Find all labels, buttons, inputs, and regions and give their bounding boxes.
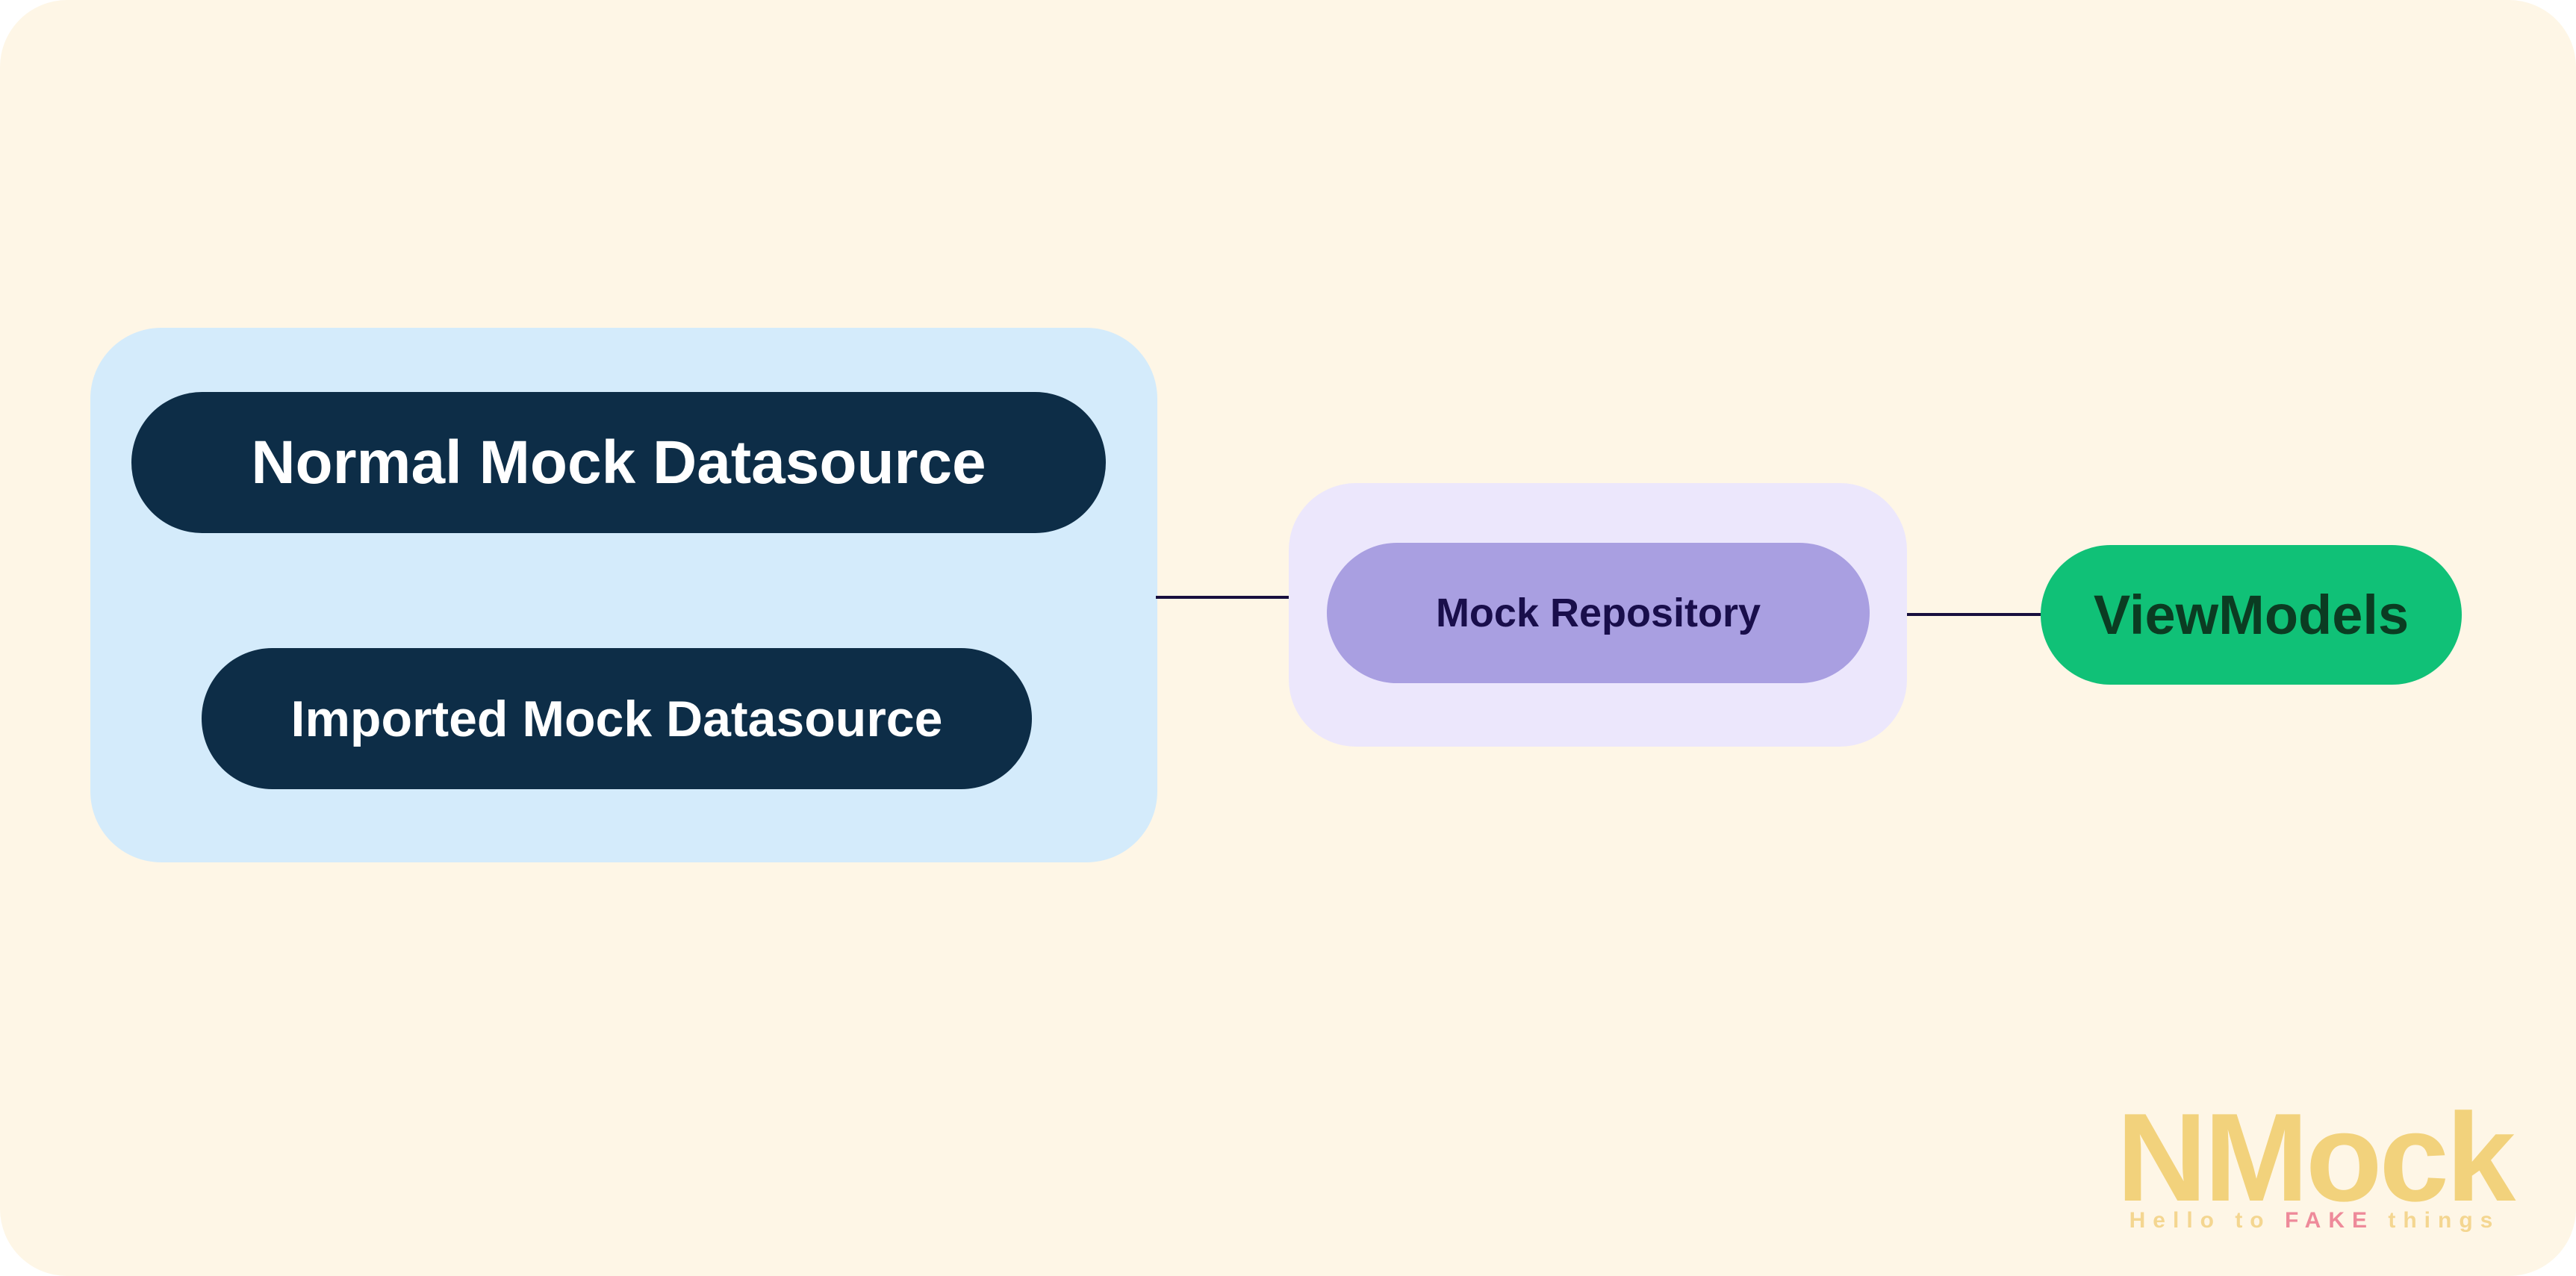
mock-repository-label: Mock Repository — [1435, 591, 1761, 635]
logo-tagline-highlight: FAKE — [2284, 1208, 2374, 1233]
viewmodels-node: ViewModels — [2041, 545, 2462, 685]
imported-mock-datasource-label: Imported Mock Datasource — [290, 690, 943, 747]
nmock-logo: NMock Hello to FAKE things — [2113, 1087, 2516, 1239]
mock-repository-node: Mock Repository — [1327, 543, 1870, 683]
logo-tagline-suffix: things — [2388, 1208, 2501, 1233]
logo-tagline-prefix: Hello to — [2129, 1208, 2271, 1233]
logo-wordmark: NMock — [2116, 1087, 2516, 1227]
logo-tagline: Hello to FAKE things — [2113, 1208, 2516, 1233]
connector-datasources-to-repository — [1156, 596, 1290, 599]
imported-mock-datasource-node: Imported Mock Datasource — [202, 648, 1032, 789]
normal-mock-datasource-node: Normal Mock Datasource — [131, 392, 1106, 533]
viewmodels-label: ViewModels — [2093, 584, 2409, 646]
normal-mock-datasource-label: Normal Mock Datasource — [251, 428, 986, 497]
connector-repository-to-viewmodels — [1907, 613, 2042, 616]
